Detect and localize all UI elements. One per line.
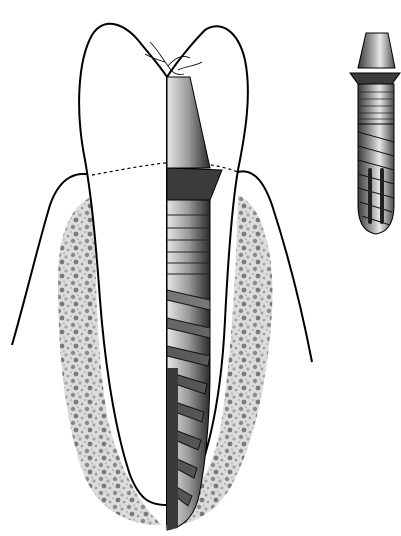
standalone-collar [350,73,400,84]
standalone-implant [350,33,400,234]
standalone-abutment [358,33,395,68]
standalone-neck [358,84,394,124]
implant-core [167,368,178,530]
